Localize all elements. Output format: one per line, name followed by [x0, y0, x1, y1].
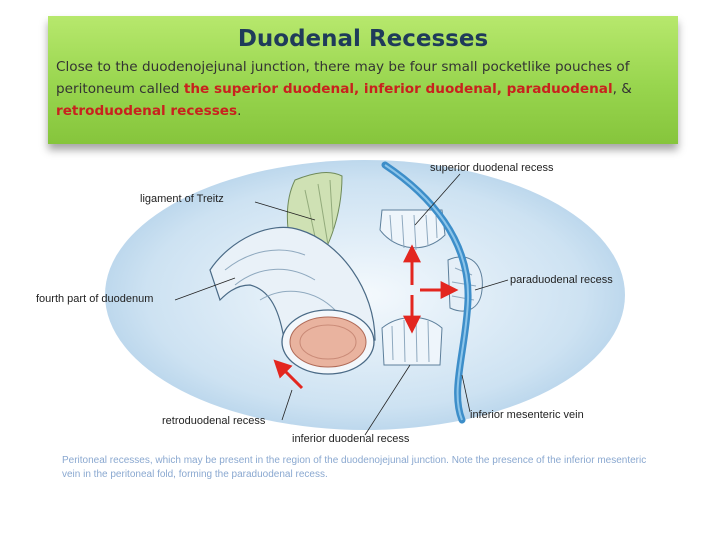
inferior-recess-folds — [391, 318, 430, 363]
leader-treitz — [254, 201, 316, 221]
title-banner: Duodenal Recesses Close to the duodenoje… — [48, 16, 678, 144]
figure-caption: Peritoneal recesses, which may be presen… — [62, 455, 647, 480]
label-fourth-part-of-duodenum: fourth part of duodenum — [36, 293, 153, 305]
superior-recess-folds — [389, 214, 438, 251]
intro-text: Close to the duodenojejunal junction, th… — [56, 59, 630, 97]
inferior-recess-pouch — [381, 317, 443, 366]
leader-paraduodenal — [474, 279, 509, 291]
slide-description: Close to the duodenojejunal junction, th… — [56, 56, 670, 122]
retroduodenal-recess-arrow — [273, 359, 304, 390]
label-retroduodenal-recess: retroduodenal recess — [162, 415, 266, 427]
label-paraduodenal-recess: paraduodenal recess — [510, 274, 613, 286]
retroduodenal-highlight: retroduodenal recesses — [56, 103, 238, 119]
label-inferior-duodenal-recess: inferior duodenal recess — [292, 433, 410, 445]
end-mark: . — [237, 103, 242, 119]
label-superior-duodenal-recess: superior duodenal recess — [430, 162, 554, 174]
duodenum-folds — [224, 249, 336, 311]
duodenum-lumen-inner — [299, 324, 357, 360]
leader-inferior — [364, 364, 411, 436]
vein-highlight — [384, 164, 470, 421]
leader-superior — [414, 173, 461, 226]
recess-names-highlight: the superior duodenal, inferior duodenal… — [183, 81, 613, 97]
leader-fourth-part — [174, 277, 236, 301]
label-inferior-mesenteric-vein: inferior mesenteric vein — [470, 409, 584, 421]
label-ligament-of-treitz: ligament of Treitz — [140, 193, 224, 205]
leader-mesenteric-vein — [461, 374, 471, 413]
leader-retroduodenal — [281, 389, 293, 421]
duodenal-recesses-diagram: superior duodenal recess ligament of Tre… — [36, 160, 625, 445]
joiner-text: , & — [612, 81, 632, 97]
slide-title: Duodenal Recesses — [237, 26, 489, 52]
